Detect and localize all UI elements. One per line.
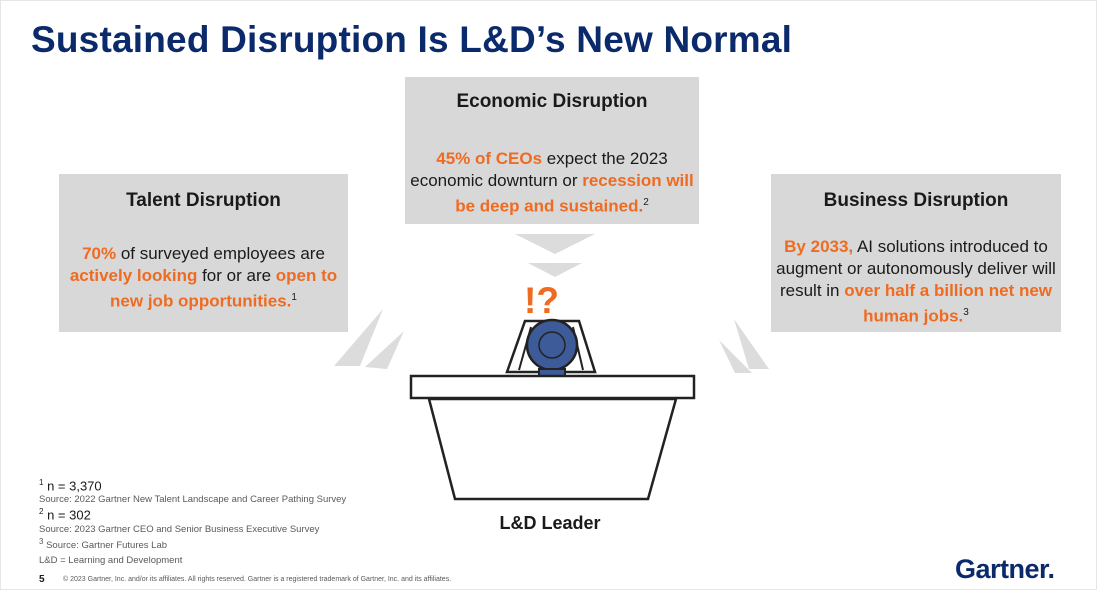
- business-heading: Business Disruption: [823, 190, 1009, 211]
- talent-highlight-2: actively looking: [69, 266, 198, 285]
- business-highlight-1: By 2033,: [784, 237, 854, 256]
- economic-disruption-box: Economic Disruption 45% of CEOs expect t…: [405, 77, 699, 224]
- leader-label: L&D Leader: [499, 513, 601, 533]
- footnote-3-source: 3 Source: Gartner Futures Lab: [39, 537, 167, 551]
- talent-heading: Talent Disruption: [126, 190, 281, 211]
- business-text: By 2033, AI solutions introduced to augm…: [771, 236, 1061, 328]
- chevron-right-icon: [334, 309, 383, 366]
- person-icon: [505, 318, 597, 380]
- chevron-down-icon: [528, 263, 582, 277]
- chevron-down-icon: [515, 234, 595, 254]
- footnote-2-n: 2 n = 302: [39, 507, 91, 522]
- footnote-3-text: Source: Gartner Futures Lab: [43, 540, 168, 552]
- footnote-1-n: 1 n = 3,370: [39, 478, 102, 493]
- page-number: 5: [39, 574, 45, 585]
- chevron-left-icon: [734, 319, 769, 369]
- footnote-3-marker: 3: [39, 537, 44, 546]
- footnote-1-value: n = 3,370: [43, 478, 102, 494]
- chevron-left-icon: [719, 340, 752, 373]
- economic-heading: Economic Disruption: [456, 91, 648, 112]
- footnote-2-value: n = 302: [43, 507, 91, 523]
- economic-text: 45% of CEOs expect the 2023 economic dow…: [405, 148, 699, 218]
- economic-highlight-1: 45% of CEOs: [436, 149, 543, 168]
- interrobang: !?: [524, 280, 559, 321]
- footnote-2-source: Source: 2023 Gartner CEO and Senior Busi…: [39, 524, 320, 535]
- footnote-1-marker: 1: [39, 478, 44, 487]
- gartner-logo: Gartner.: [955, 554, 1055, 585]
- logo-text: Gartner: [955, 554, 1048, 584]
- economic-footnote-ref: 2: [643, 197, 649, 208]
- economic-text-1: expect the 2023 economic downturn or: [410, 149, 668, 190]
- logo-dot: .: [1047, 554, 1056, 584]
- footnote-2-marker: 2: [39, 507, 44, 516]
- footnote-1-source: Source: 2022 Gartner New Talent Landscap…: [39, 494, 347, 505]
- chevron-right-icon: [365, 331, 404, 369]
- abbreviation-note: L&D = Learning and Development: [39, 555, 183, 566]
- talent-text-1: of surveyed employees are: [116, 244, 325, 263]
- talent-footnote-ref: 1: [291, 292, 297, 303]
- business-highlight-2: over half a billion net new human jobs.: [844, 281, 1053, 326]
- desk-icon: [409, 374, 696, 501]
- talent-disruption-box: Talent Disruption 70% of surveyed employ…: [59, 174, 348, 332]
- talent-highlight-3: open to new job opportunities.: [110, 266, 338, 311]
- talent-text: 70% of surveyed employees are actively l…: [59, 243, 348, 313]
- business-text-1: AI solutions introduced to augment or au…: [776, 237, 1056, 300]
- talent-highlight-1: 70%: [82, 244, 117, 263]
- business-footnote-ref: 3: [963, 307, 969, 318]
- slide-title: Sustained Disruption Is L&D’s New Normal: [31, 19, 793, 60]
- copyright-notice: © 2023 Gartner, Inc. and/or its affiliat…: [63, 576, 452, 583]
- economic-highlight-2: recession will be deep and sustained.: [455, 171, 694, 216]
- business-disruption-box: Business Disruption By 2033, AI solution…: [771, 174, 1061, 332]
- talent-text-2: for or are: [197, 266, 276, 285]
